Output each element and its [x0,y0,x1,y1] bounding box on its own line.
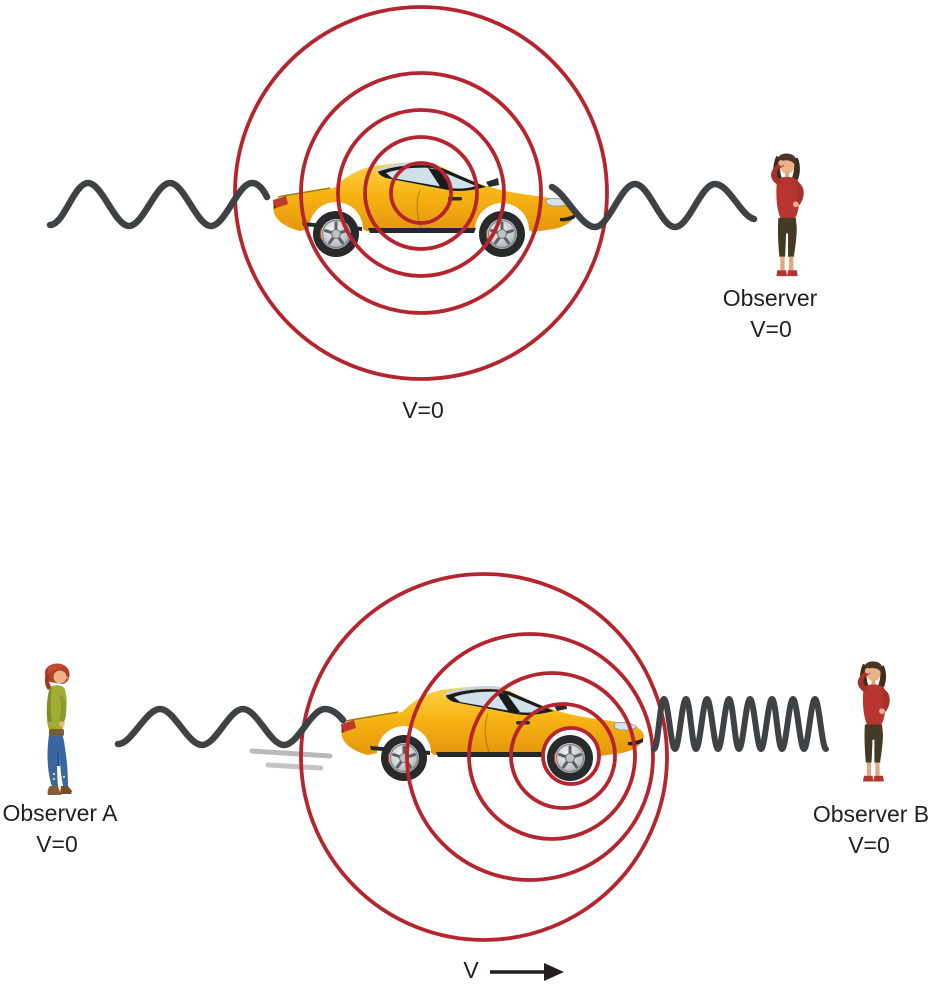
speed-line [249,748,333,759]
observer-velocity-label: V=0 [750,316,792,342]
sound-wave-left [46,179,271,230]
stretched-sound-wave [114,705,347,749]
observer-b-figure [857,661,890,782]
source-velocity-label: V=0 [402,397,444,423]
wavefront-circle [336,108,506,278]
observer-b-label: Observer B [812,801,930,827]
velocity-arrow [490,963,564,981]
wavefront-circle [405,632,655,882]
speed-line [265,762,324,771]
observer-figure [771,153,804,277]
stationary-car-panel [46,5,804,381]
sound-wave-right [548,180,758,231]
wavefront-circle [389,161,453,225]
wavefront-circle [299,572,669,942]
observer-a-velocity-label: V=0 [36,831,78,857]
wavefront-circles-stationary [233,5,609,381]
car-velocity-label: V [463,957,479,983]
wavefront-circle [467,671,637,841]
observer-a-figure [44,663,72,795]
wavefront-circle [509,702,617,810]
wavefront-circle [233,5,609,381]
wavefront-circle [541,726,601,786]
wavefront-circle [363,135,479,251]
observer-b-velocity-label: V=0 [848,832,890,858]
observer-label: Observer [722,285,818,311]
wavefront-circles-moving [299,572,669,942]
speed-lines [249,748,333,771]
observer-a-label: Observer A [2,800,118,826]
moving-car-panel [44,572,890,981]
compressed-sound-wave [651,695,829,753]
wavefront-circle [299,71,543,315]
